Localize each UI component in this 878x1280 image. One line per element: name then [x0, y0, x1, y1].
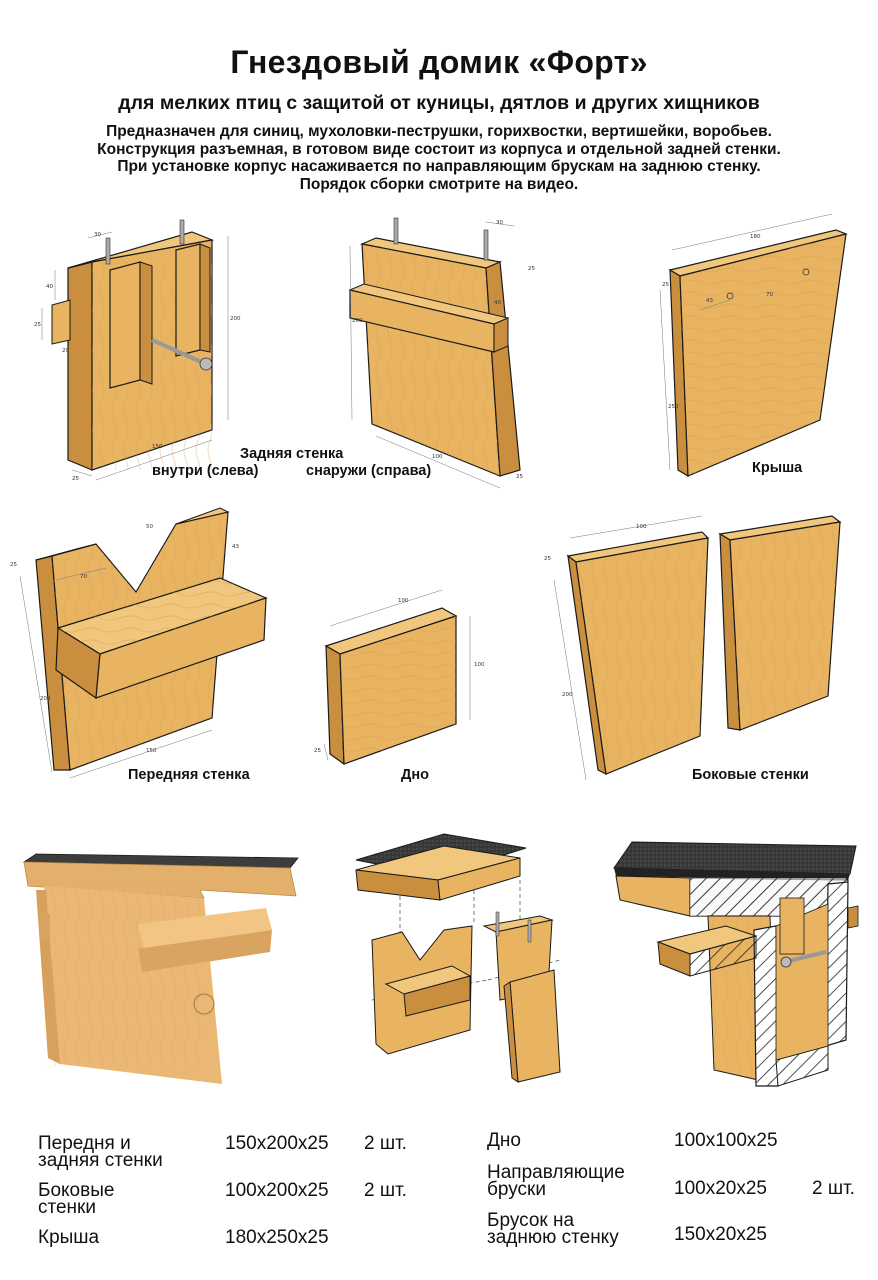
dim-label: 100 [432, 454, 443, 460]
label-outside-right: снаружи (справа) [306, 463, 432, 479]
side-walls-drawing: 100 200 25 [544, 515, 842, 781]
spec-name: Крыша [38, 1227, 100, 1248]
spec-name: Брусок на заднюю стенку [487, 1210, 619, 1248]
page-title: Гнездовый домик «Форт» [230, 44, 648, 80]
spec-size: 100x100x25 [674, 1130, 778, 1151]
label-front-wall: Передняя стенка [128, 767, 250, 783]
dim-label: 250 [668, 404, 679, 410]
dim-label: 25 [34, 322, 41, 328]
spec-name: Боковые стенки [38, 1180, 115, 1218]
dim-label: 180 [750, 234, 761, 240]
assembled-birdhouse-drawing [22, 853, 299, 1084]
description-line: При установке корпус насаживается по нап… [117, 158, 761, 175]
cross-section-drawing [613, 841, 859, 1087]
page-subtitle: для мелких птиц с защитой от куницы, дят… [118, 92, 760, 114]
dim-label: 100 [398, 598, 409, 604]
spec-size: 150x200x25 [225, 1133, 329, 1154]
front-wall-drawing: 25 200 150 70 50 43 [10, 507, 268, 779]
spec-qty: 2 шт. [364, 1180, 407, 1201]
dim-label: 43 [706, 298, 713, 304]
dim-label: 25 [72, 476, 79, 482]
spec-name: Направляющие бруски [487, 1162, 625, 1200]
dim-label: 30 [94, 232, 101, 238]
exploded-view-drawing [355, 833, 561, 1083]
bottom-drawing: 100 100 25 [314, 589, 485, 766]
dim-label: 25 [528, 266, 535, 272]
spec-size: 100x200x25 [225, 1180, 329, 1201]
spec-size: 150x20x25 [674, 1224, 767, 1245]
spec-qty: 2 шт. [364, 1133, 407, 1154]
dim-label: 100 [636, 524, 647, 530]
dim-label: 25 [544, 556, 551, 562]
dim-label: 30 [496, 220, 503, 226]
dim-label: 70 [80, 574, 87, 580]
dim-label: 200 [352, 318, 363, 324]
roof-drawing: 180 250 25 43 70 [659, 213, 848, 478]
dim-label: 50 [146, 524, 153, 530]
dim-label: 25 [314, 748, 321, 754]
dim-label: 200 [40, 696, 51, 702]
description-line: Порядок сборки смотрите на видео. [299, 175, 579, 193]
dim-label: 25 [516, 474, 523, 480]
label-back-wall: Задняя стенка [240, 446, 344, 462]
spec-name: Дно [487, 1130, 521, 1151]
dim-label: 40 [494, 300, 501, 306]
dim-label: 150 [152, 444, 163, 450]
spec-name: Передня и задняя стенки [38, 1133, 163, 1171]
dim-label: 25 [662, 282, 669, 288]
back-wall-inside-drawing: 30 40 25 20 200 150 25 [34, 219, 241, 482]
dim-label: 43 [232, 544, 239, 550]
spec-qty: 2 шт. [812, 1178, 855, 1199]
dim-label: 70 [766, 292, 773, 298]
label-roof: Крыша [752, 460, 803, 476]
label-side-walls: Боковые стенки [692, 767, 809, 783]
spec-size: 180x250x25 [225, 1227, 329, 1248]
dim-label: 150 [146, 748, 157, 754]
dim-label: 25 [10, 562, 17, 568]
dim-label: 200 [230, 316, 241, 322]
dim-label: 200 [562, 692, 573, 698]
description-line: Предназначен для синиц, мухоловки-пестру… [106, 123, 772, 140]
spec-size: 100x20x25 [674, 1178, 767, 1199]
label-inside-left: внутри (слева) [152, 463, 259, 479]
back-wall-outside-drawing: 200 100 30 25 40 25 [348, 217, 535, 489]
description-line: Конструкция разъемная, в готовом виде со… [97, 140, 781, 158]
label-bottom: Дно [401, 767, 429, 783]
dim-label: 20 [62, 348, 69, 354]
description: Предназначен для синиц, мухоловки-пестру… [0, 123, 878, 193]
dim-label: 40 [46, 284, 53, 290]
dim-label: 100 [474, 662, 485, 668]
